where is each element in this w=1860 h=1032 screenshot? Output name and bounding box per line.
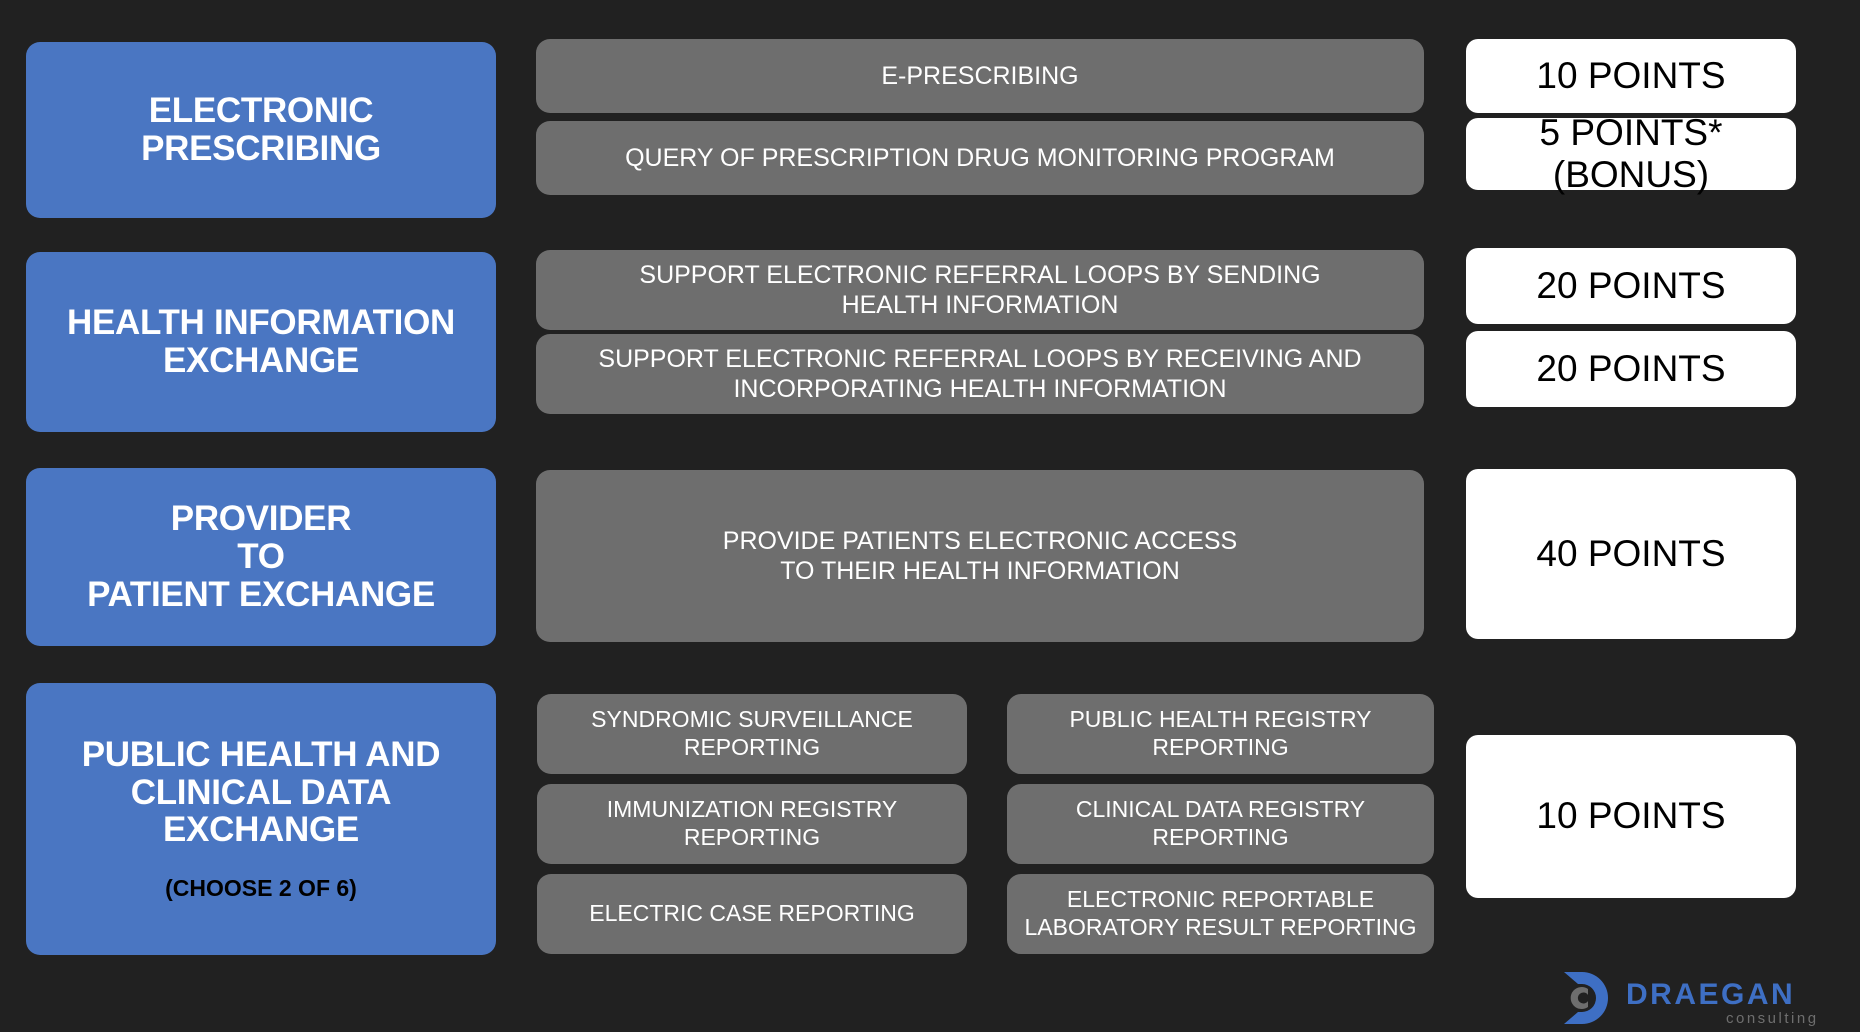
- points-tile-public-health-and-clinical-data-exchange[interactable]: 10 POINTS: [1466, 735, 1796, 898]
- measure-tile-query-pdmp[interactable]: QUERY OF PRESCRIPTION DRUG MONITORING PR…: [536, 121, 1424, 195]
- category-title-line: EXCHANGE: [163, 810, 359, 850]
- category-title-line: ELECTRONIC: [148, 91, 374, 131]
- category-title-line: HEALTH INFORMATION: [67, 303, 455, 343]
- category-title: PUBLIC HEALTH AND CLINICAL DATA EXCHANGE: [81, 734, 441, 850]
- measure-label: SYNDROMIC SURVEILLANCE REPORTING: [591, 706, 913, 761]
- measure-label: PROVIDE PATIENTS ELECTRONIC ACCESS TO TH…: [723, 526, 1237, 586]
- measure-label-line: PROVIDE PATIENTS ELECTRONIC ACCESS: [722, 527, 1238, 555]
- measure-label-line: REPORTING: [1152, 824, 1289, 850]
- measure-label: IMMUNIZATION REGISTRY REPORTING: [607, 796, 898, 851]
- measure-label-line: LABORATORY RESULT REPORTING: [1024, 914, 1417, 940]
- measure-tile-e-prescribing[interactable]: E-PRESCRIBING: [536, 39, 1424, 113]
- category-title-line: PROVIDER: [170, 499, 352, 539]
- measure-label-line: ELECTRIC CASE REPORTING: [589, 900, 915, 927]
- category-title-line: TO: [237, 537, 285, 577]
- category-title-line: PRESCRIBING: [141, 129, 381, 168]
- category-title-line: EXCHANGE: [163, 341, 359, 380]
- measure-label-line: INCORPORATING HEALTH INFORMATION: [733, 375, 1227, 403]
- measure-label-line: REPORTING: [683, 734, 821, 760]
- measure-label-line: REPORTING: [1152, 734, 1289, 760]
- points-label: 20 POINTS: [1536, 347, 1726, 389]
- measure-label: ELECTRIC CASE REPORTING: [589, 900, 914, 928]
- points-tile-referral-loops-sending[interactable]: 20 POINTS: [1466, 248, 1796, 324]
- measure-label-line: ELECTRONIC REPORTABLE: [1066, 886, 1375, 913]
- measure-tile-immunization-registry-reporting[interactable]: IMMUNIZATION REGISTRY REPORTING: [537, 784, 967, 864]
- points-label: 5 POINTS* (BONUS): [1540, 112, 1723, 196]
- measure-label-line: SUPPORT ELECTRONIC REFERRAL LOOPS BY SEN…: [639, 261, 1321, 289]
- measure-label-line: REPORTING: [683, 824, 821, 850]
- points-tile-patient-electronic-access[interactable]: 40 POINTS: [1466, 469, 1796, 639]
- category-title-line: PATIENT EXCHANGE: [87, 574, 435, 614]
- category-tile-health-information-exchange[interactable]: HEALTH INFORMATION EXCHANGE: [26, 252, 496, 432]
- measure-tile-referral-loops-receiving[interactable]: SUPPORT ELECTRONIC REFERRAL LOOPS BY REC…: [536, 334, 1424, 414]
- measure-tile-clinical-data-registry-reporting[interactable]: CLINICAL DATA REGISTRY REPORTING: [1007, 784, 1434, 864]
- category-tile-electronic-prescribing[interactable]: ELECTRONIC PRESCRIBING: [26, 42, 496, 218]
- measure-label-line: IMMUNIZATION REGISTRY: [606, 796, 898, 823]
- category-tile-public-health-and-clinical-data-exchange[interactable]: PUBLIC HEALTH AND CLINICAL DATA EXCHANGE…: [26, 683, 496, 955]
- points-label-line: (BONUS): [1552, 154, 1710, 195]
- measure-label: ELECTRONIC REPORTABLE LABORATORY RESULT …: [1025, 886, 1417, 941]
- points-tile-e-prescribing[interactable]: 10 POINTS: [1466, 39, 1796, 113]
- points-label: 20 POINTS: [1536, 264, 1726, 306]
- category-title: HEALTH INFORMATION EXCHANGE: [67, 304, 455, 380]
- measure-label-line: SUPPORT ELECTRONIC REFERRAL LOOPS BY REC…: [598, 345, 1362, 373]
- measure-label: E-PRESCRIBING: [881, 62, 1079, 90]
- measure-label: SUPPORT ELECTRONIC REFERRAL LOOPS BY REC…: [598, 344, 1361, 404]
- category-title: PROVIDER TO PATIENT EXCHANGE: [87, 500, 435, 613]
- measure-label: QUERY OF PRESCRIPTION DRUG MONITORING PR…: [625, 144, 1335, 172]
- category-tile-provider-to-patient-exchange[interactable]: PROVIDER TO PATIENT EXCHANGE: [26, 468, 496, 646]
- measure-tile-patient-electronic-access[interactable]: PROVIDE PATIENTS ELECTRONIC ACCESS TO TH…: [536, 470, 1424, 642]
- category-title-line: CLINICAL DATA: [130, 772, 392, 812]
- measure-label-line: CLINICAL DATA REGISTRY: [1075, 796, 1366, 823]
- points-tile-referral-loops-receiving[interactable]: 20 POINTS: [1466, 331, 1796, 407]
- category-title: ELECTRONIC PRESCRIBING: [141, 92, 381, 168]
- measure-tile-referral-loops-sending[interactable]: SUPPORT ELECTRONIC REFERRAL LOOPS BY SEN…: [536, 250, 1424, 330]
- category-note: (CHOOSE 2 OF 6): [165, 875, 357, 902]
- points-label-line: 5 POINTS*: [1539, 111, 1723, 153]
- measure-label: SUPPORT ELECTRONIC REFERRAL LOOPS BY SEN…: [639, 260, 1320, 320]
- category-title-line: PUBLIC HEALTH AND: [81, 734, 441, 774]
- measure-label-line: SYNDROMIC SURVEILLANCE: [591, 706, 913, 733]
- logo-tagline: consulting: [1726, 1010, 1819, 1027]
- measure-tile-syndromic-surveillance-reporting[interactable]: SYNDROMIC SURVEILLANCE REPORTING: [537, 694, 967, 774]
- logo-wordmark: DRAEGAN: [1626, 978, 1795, 1011]
- points-tile-query-pdmp[interactable]: 5 POINTS* (BONUS): [1466, 112, 1796, 195]
- measure-label-line: TO THEIR HEALTH INFORMATION: [780, 557, 1180, 585]
- logo-monogram-d-icon: [1564, 972, 1608, 1024]
- points-label: 10 POINTS: [1536, 795, 1726, 837]
- draegan-consulting-logo: DRAEGAN consulting: [1558, 968, 1848, 1028]
- measure-label: CLINICAL DATA REGISTRY REPORTING: [1076, 796, 1365, 851]
- measure-label-line: HEALTH INFORMATION: [841, 291, 1119, 319]
- points-label: 10 POINTS: [1536, 54, 1726, 96]
- measure-label-line: PUBLIC HEALTH REGISTRY: [1069, 706, 1372, 733]
- measure-tile-electric-case-reporting[interactable]: ELECTRIC CASE REPORTING: [537, 874, 967, 954]
- logo-monogram-c-icon: [1570, 987, 1588, 1009]
- points-label: 40 POINTS: [1536, 532, 1726, 574]
- measure-tile-public-health-registry-reporting[interactable]: PUBLIC HEALTH REGISTRY REPORTING: [1007, 694, 1434, 774]
- measure-label: PUBLIC HEALTH REGISTRY REPORTING: [1069, 706, 1371, 761]
- measure-tile-electronic-reportable-laboratory-result-reporting[interactable]: ELECTRONIC REPORTABLE LABORATORY RESULT …: [1007, 874, 1434, 954]
